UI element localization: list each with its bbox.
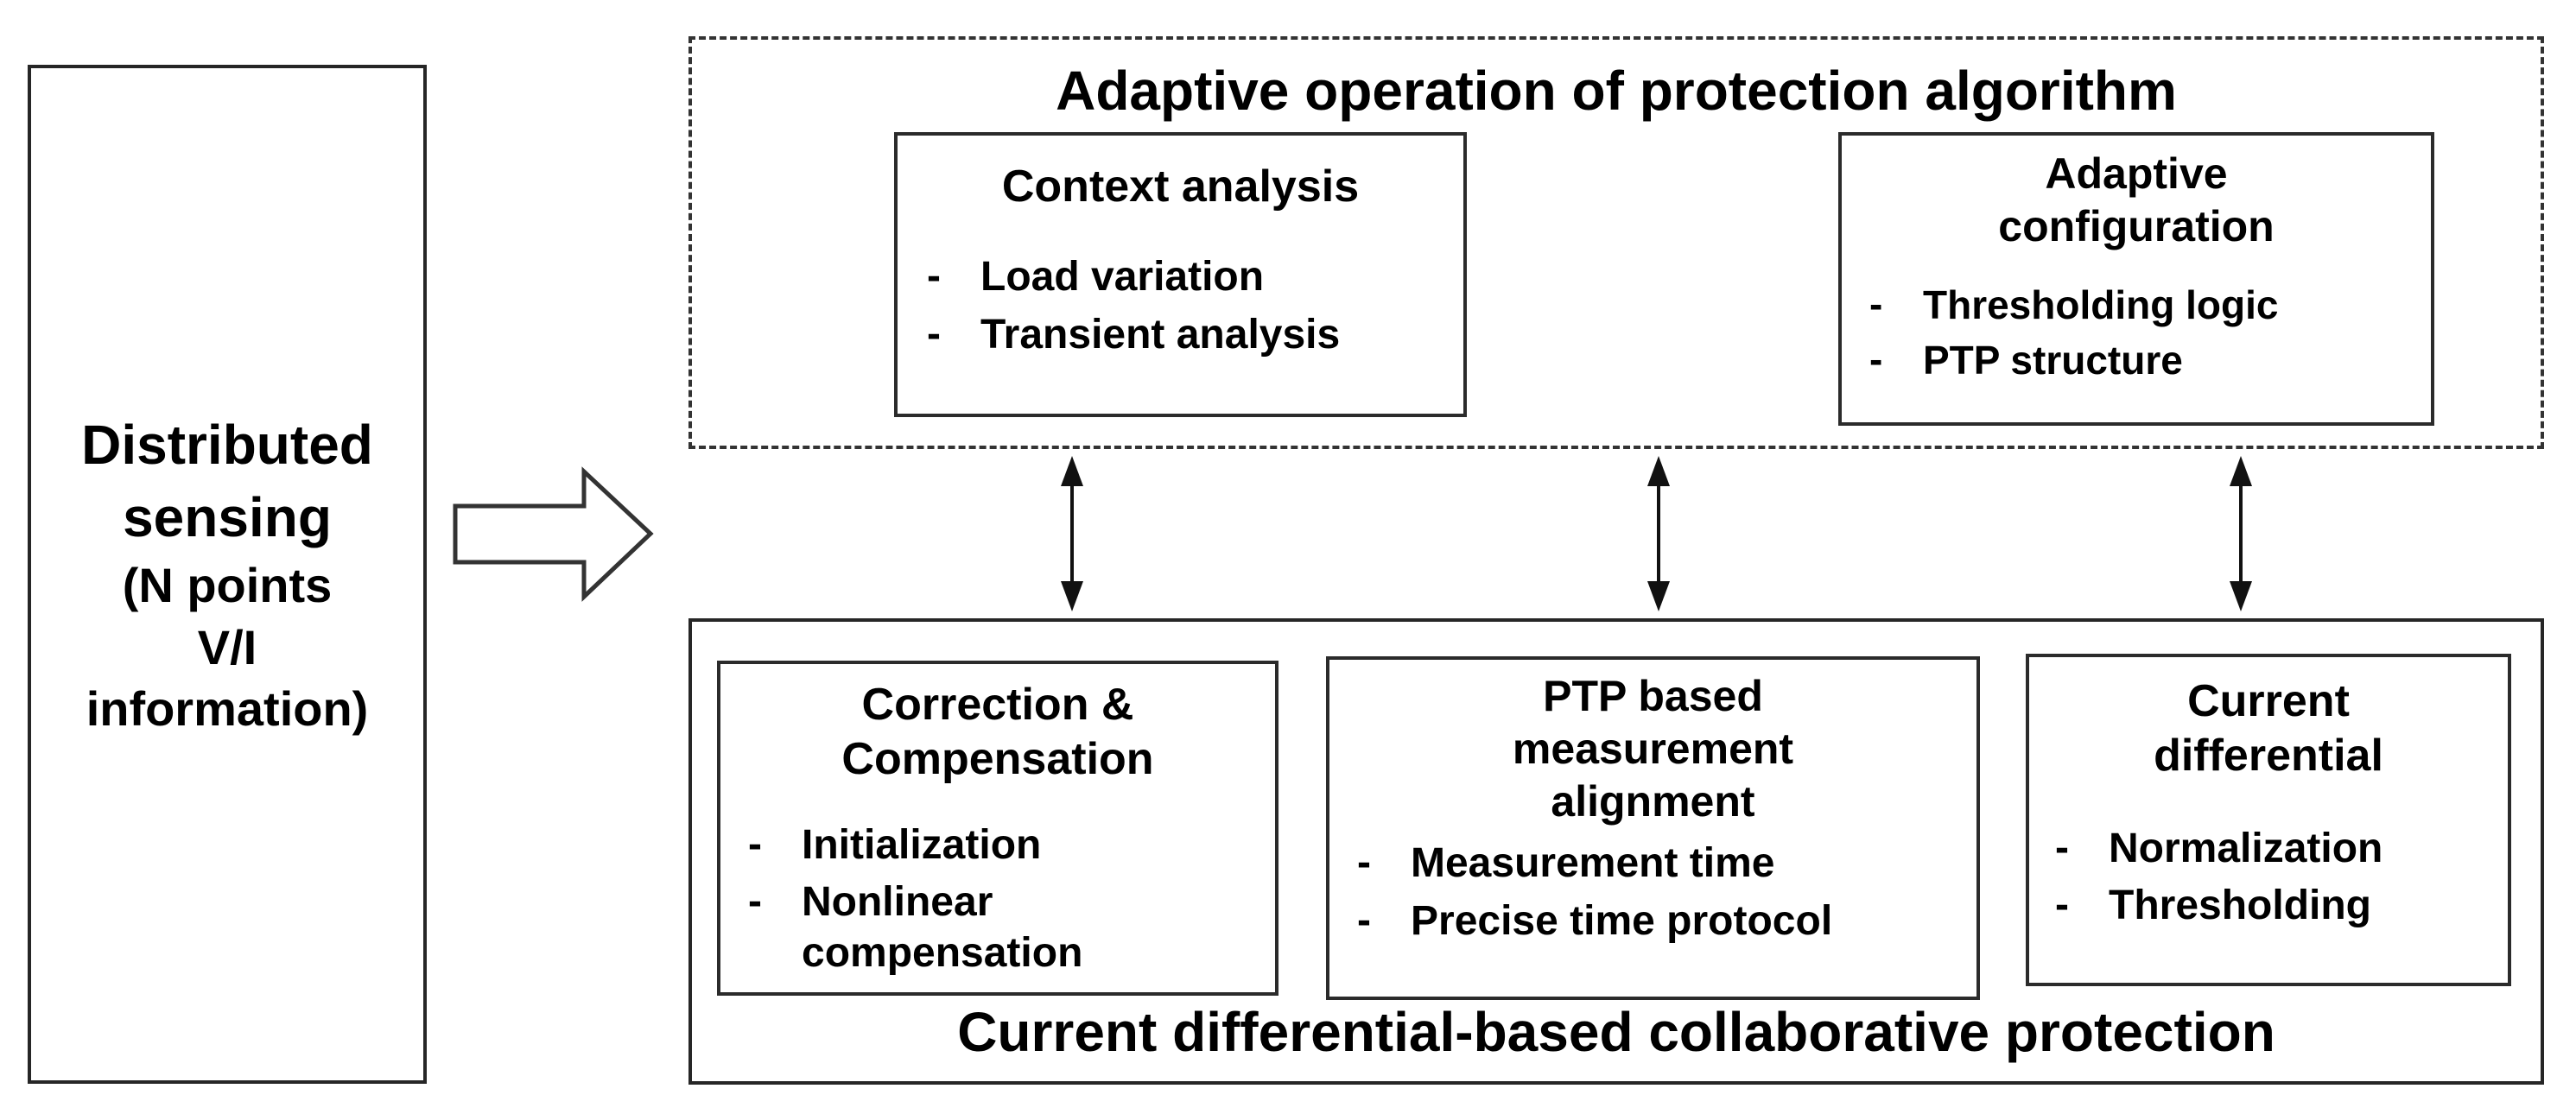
bidirectional-arrow-left-icon [1061,456,1083,611]
list-item: - Nonlinear compensation [738,877,1258,978]
list-item: - Load variation [917,252,1444,303]
correction-compensation-title: Correction & Compensation [841,680,1154,785]
bullet-dash: - [748,820,762,867]
current-differential-items: - Normalization - Thresholding [2045,824,2492,939]
list-item: - Measurement time [1347,839,1959,889]
bidirectional-arrow-right-icon [2230,456,2252,611]
ptp-alignment-title: PTP based measurement alignment [1512,672,1794,826]
bullet-dash: - [1357,896,1371,943]
block-right-arrow-icon [453,466,654,602]
adaptive-configuration-items: - Thresholding logic - PTP structure [1859,281,2414,391]
distributed-sensing-box: Distributed sensing (N points V/I inform… [28,65,427,1084]
list-item: - Initialization [738,820,1258,871]
list-item-label: Load variation [980,254,1265,301]
collaborative-protection-title: Current differential-based collaborative… [957,1000,2275,1063]
list-item: - Transient analysis [917,310,1444,361]
adaptive-configuration-title: Adaptive configuration [1998,149,2275,250]
distributed-sensing-title: Distributed sensing [81,414,373,549]
list-item: - Thresholding logic [1859,281,2414,329]
ptp-alignment-items: - Measurement time - Precise time protoc… [1347,839,1959,953]
list-item-label: Measurement time [1411,840,1775,886]
adaptive-operation-container: Adaptive operation of protection algorit… [688,36,2544,449]
bullet-dash: - [748,878,762,925]
list-item-label: Thresholding logic [1923,282,2279,327]
context-analysis-box: Context analysis - Load variation - Tran… [894,132,1467,417]
list-item: - Precise time protocol [1347,896,1959,947]
list-item-label: Transient analysis [980,311,1341,358]
current-differential-title: Current differential [2154,676,2383,782]
adaptive-configuration-box: Adaptive configuration - Thresholding lo… [1838,132,2434,426]
list-item: - Thresholding [2045,881,2492,932]
ptp-alignment-box: PTP based measurement alignment - Measur… [1326,656,1980,1000]
list-item-label: Nonlinear compensation [802,879,1083,976]
list-item-label: Initialization [802,821,1042,868]
list-item-label: Precise time protocol [1411,897,1833,944]
bullet-dash: - [927,253,941,300]
bullet-dash: - [2055,882,2069,928]
bullet-dash: - [1357,839,1371,885]
list-item-label: PTP structure [1923,338,2183,383]
bullet-dash: - [927,310,941,357]
bidirectional-arrow-middle-icon [1647,456,1670,611]
distributed-sensing-subtitle: (N points V/I information) [86,557,369,737]
correction-compensation-box: Correction & Compensation - Initializati… [717,661,1278,996]
context-analysis-items: - Load variation - Transient analysis [917,252,1444,367]
correction-compensation-items: - Initialization - Nonlinear compensatio… [738,820,1258,986]
list-item: - PTP structure [1859,336,2414,384]
current-differential-box: Current differential - Normalization - T… [2026,654,2511,986]
context-analysis-title: Context analysis [1001,161,1360,212]
list-item-label: Thresholding [2109,883,2371,929]
adaptive-operation-title: Adaptive operation of protection algorit… [1056,60,2177,122]
collaborative-protection-container: Current differential-based collaborative… [688,618,2544,1085]
bullet-dash: - [1869,282,1883,326]
bullet-dash: - [1869,337,1883,383]
list-item: - Normalization [2045,824,2492,875]
list-item-label: Normalization [2109,825,2383,871]
bullet-dash: - [2055,824,2069,870]
